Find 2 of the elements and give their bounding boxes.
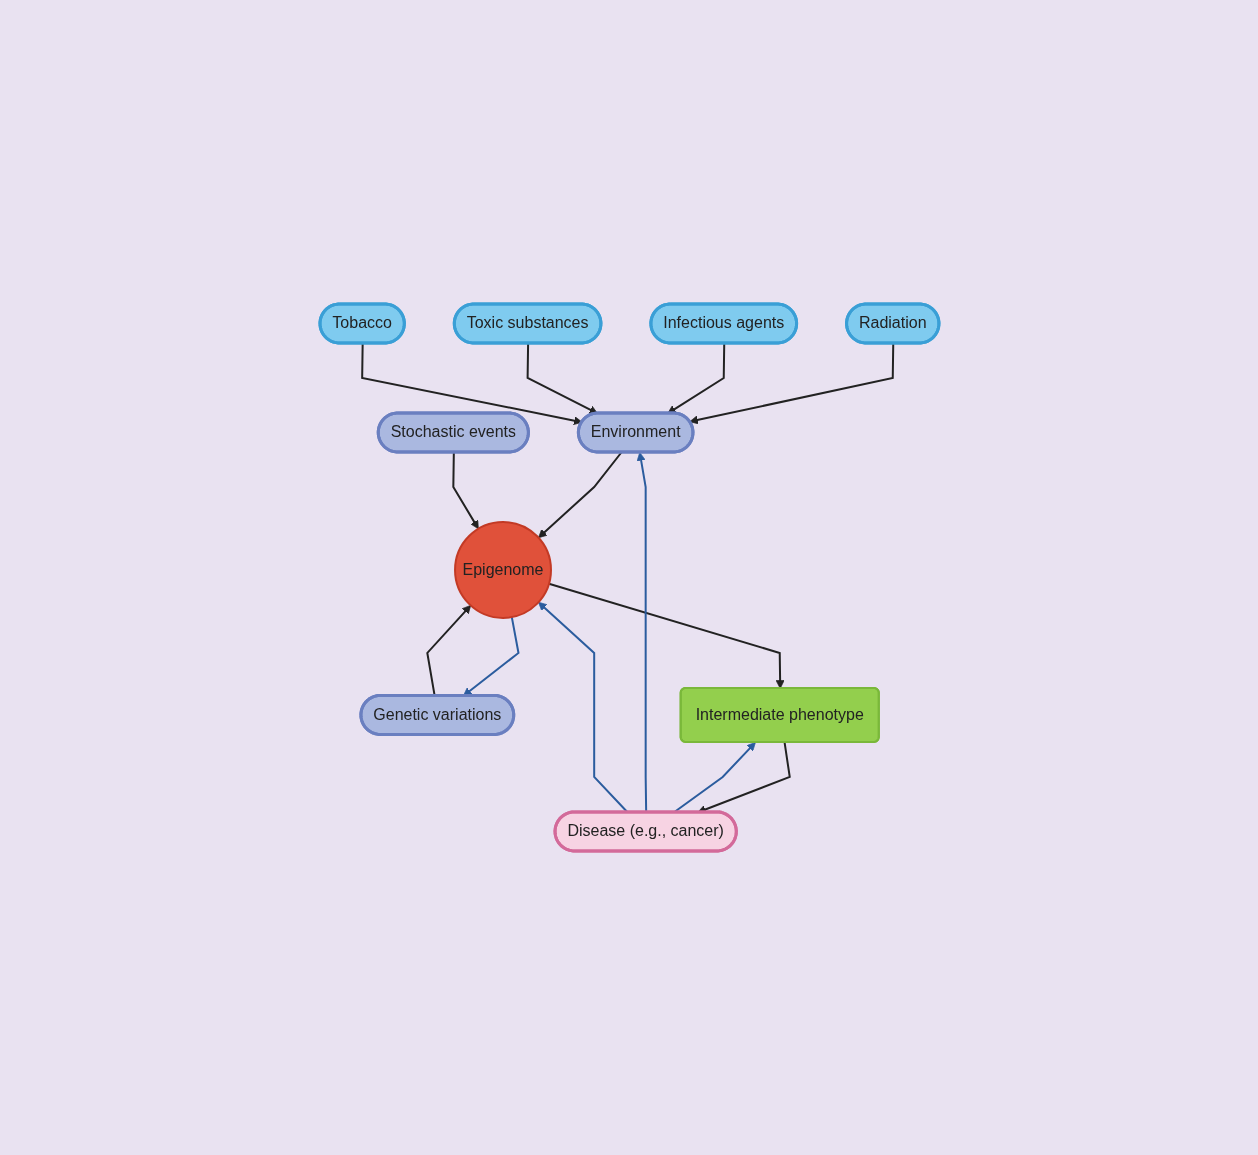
arrow xyxy=(547,582,785,689)
node-circle: Epigenome xyxy=(453,521,552,619)
